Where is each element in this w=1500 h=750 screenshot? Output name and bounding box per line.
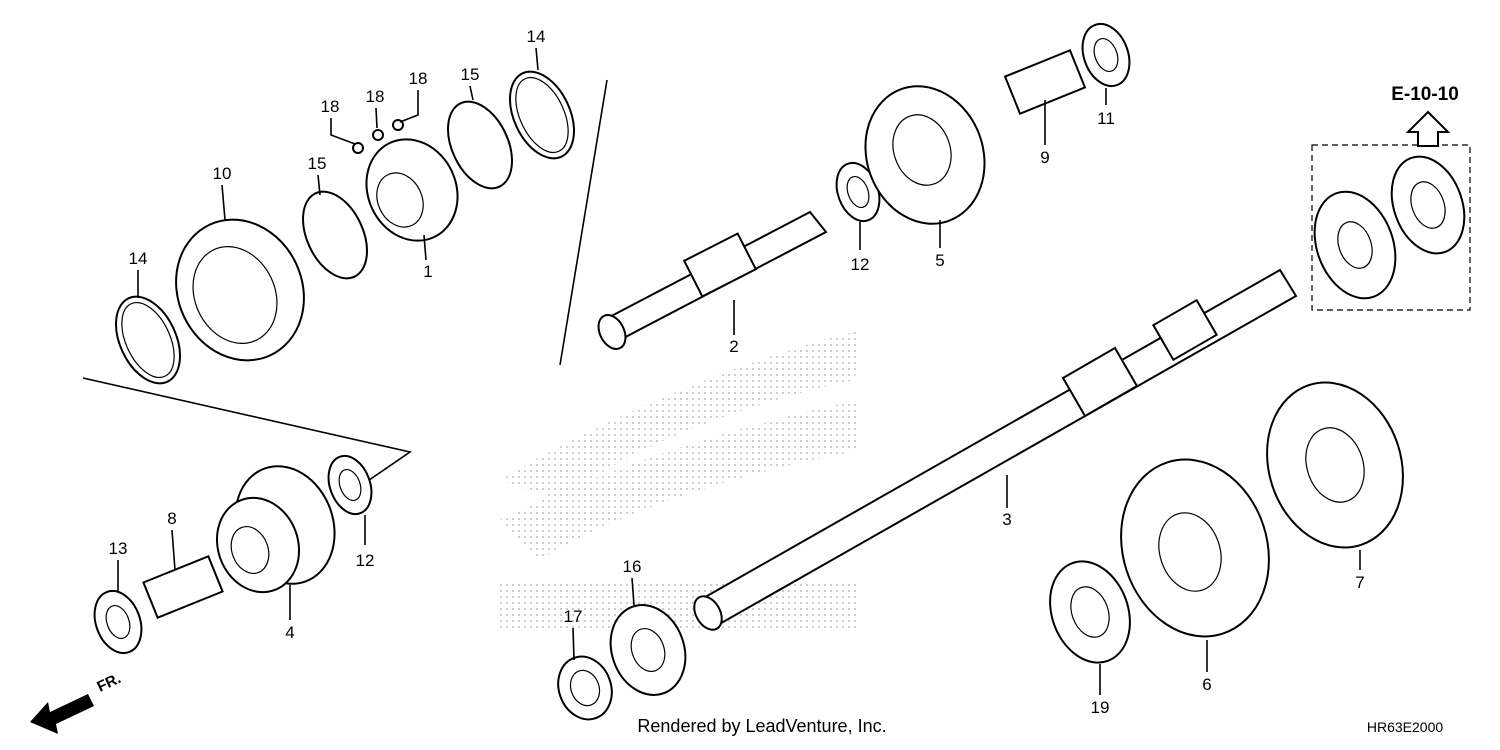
callout-8: 8	[167, 509, 176, 528]
callout-17: 17	[564, 607, 583, 626]
washer-12-bottom	[327, 454, 373, 516]
callout-numbers: 14 15 18 18 18 15 10 1 14 2 12 5 9 11 3 …	[109, 27, 1365, 717]
snap-ring-14-top	[509, 70, 575, 160]
collar-8	[142, 554, 224, 620]
ball-18-a	[352, 142, 364, 154]
bearing-19	[1049, 560, 1131, 664]
callout-11: 11	[1097, 109, 1115, 128]
callout-18-c: 18	[409, 69, 428, 88]
callout-12-top: 12	[851, 255, 870, 274]
reference-label: E-10-10	[1391, 84, 1459, 105]
collar-9	[1003, 49, 1087, 115]
washer-11	[1081, 23, 1131, 87]
ball-18-b	[372, 129, 384, 141]
shaft-3	[693, 268, 1298, 631]
callout-12-bottom: 12	[356, 551, 375, 570]
callout-9: 9	[1040, 148, 1049, 167]
callout-18-b: 18	[366, 87, 385, 106]
o-ring-15-right	[447, 100, 513, 190]
washer-13	[93, 590, 143, 654]
callout-4: 4	[285, 623, 294, 642]
callout-18-a: 18	[321, 97, 340, 116]
callout-10: 10	[213, 164, 232, 183]
bearing-group-outline	[1311, 144, 1471, 311]
front-arrow-icon	[30, 694, 94, 734]
hub-1	[365, 138, 459, 242]
callout-14-top: 14	[527, 27, 546, 46]
callout-13: 13	[109, 539, 128, 558]
shaft-2	[597, 210, 828, 350]
callout-6: 6	[1202, 675, 1211, 694]
callout-3: 3	[1002, 510, 1011, 529]
front-label: FR.	[95, 670, 124, 696]
shift-sleeve-10	[175, 218, 305, 362]
bearing-group-left	[1313, 190, 1397, 300]
callout-16: 16	[623, 557, 642, 576]
bearing-16	[609, 604, 687, 696]
callout-15-right: 15	[461, 65, 480, 84]
group-outline-top	[559, 79, 608, 366]
bearing-group-right	[1390, 155, 1466, 255]
gear-6	[1120, 458, 1270, 638]
brand-watermark	[500, 330, 860, 630]
seal-17	[557, 655, 613, 721]
front-indicator: FR.	[30, 670, 124, 734]
callout-5: 5	[935, 251, 944, 270]
callout-15-left: 15	[308, 154, 327, 173]
o-ring-15-left	[302, 190, 368, 280]
gear-4	[215, 465, 336, 594]
callout-14-left: 14	[129, 249, 148, 268]
callout-1: 1	[423, 262, 432, 281]
callout-19: 19	[1091, 698, 1110, 717]
gear-7	[1266, 381, 1404, 549]
diagram-code: HR63E2000	[1367, 719, 1443, 735]
leader-lines	[117, 47, 1361, 695]
reference-arrow-icon	[1405, 110, 1451, 147]
callout-7: 7	[1355, 573, 1364, 592]
render-credit: Rendered by LeadVenture, Inc.	[637, 716, 886, 736]
callout-2: 2	[729, 337, 738, 356]
snap-ring-14-left	[115, 295, 181, 385]
gear-5	[864, 85, 986, 225]
